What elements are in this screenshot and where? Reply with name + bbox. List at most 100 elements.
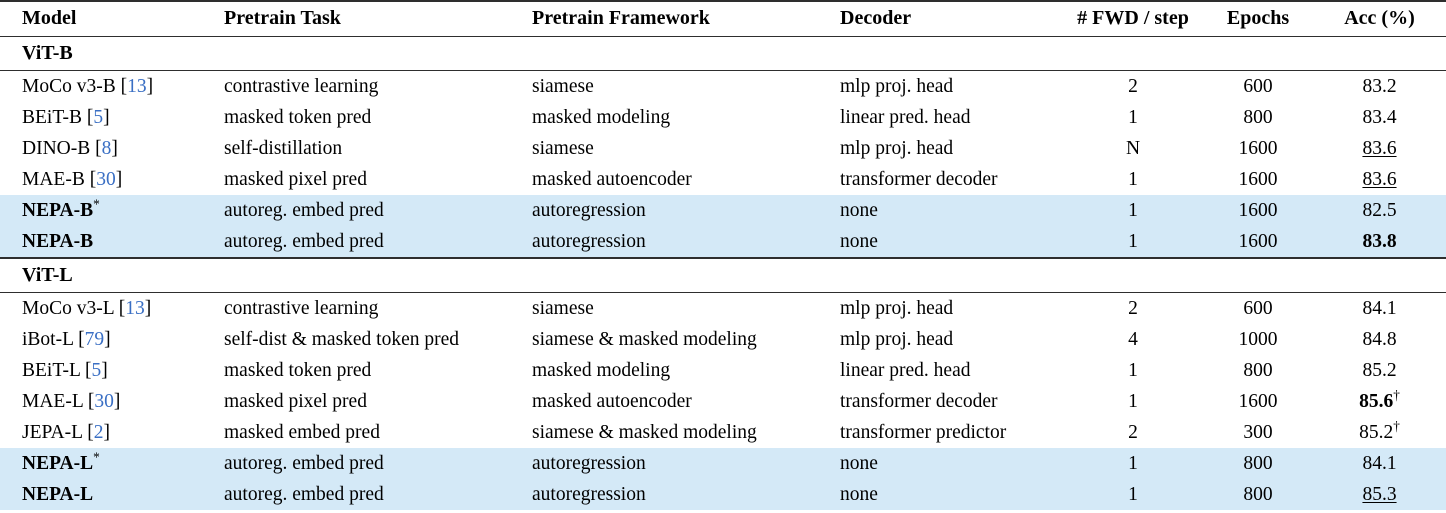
citation-bracket-open: [ xyxy=(87,421,94,443)
cell-acc: 83.2 xyxy=(1313,70,1446,102)
table-row[interactable]: iBot-L [79]self-dist & masked token pred… xyxy=(0,324,1446,355)
cell-model: NEPA-B xyxy=(0,226,224,258)
citation-link[interactable]: 5 xyxy=(91,359,102,381)
decoder-value: linear pred. head xyxy=(840,359,971,381)
decoder-value: none xyxy=(840,452,878,474)
accuracy-value: 83.8 xyxy=(1362,230,1397,252)
decoder-value: mlp proj. head xyxy=(840,75,954,97)
dagger-marker: † xyxy=(1393,387,1400,402)
asterisk-marker: * xyxy=(93,449,100,464)
fwd-value: 1 xyxy=(1128,199,1138,221)
fwd-value: 1 xyxy=(1128,359,1138,381)
epochs-value: 300 xyxy=(1243,421,1273,443)
fwd-value: 1 xyxy=(1128,452,1138,474)
cell-framework: siamese xyxy=(532,292,840,324)
cell-model: BEiT-L [5] xyxy=(0,355,224,386)
citation-bracket-close: ] xyxy=(101,359,108,381)
citation-link[interactable]: 5 xyxy=(93,106,104,128)
cell-fwd: 1 xyxy=(1063,164,1203,195)
cell-epochs: 600 xyxy=(1203,70,1313,102)
cell-epochs: 800 xyxy=(1203,479,1313,510)
cell-epochs: 800 xyxy=(1203,448,1313,479)
cell-framework: siamese xyxy=(532,133,840,164)
cell-framework: masked autoencoder xyxy=(532,164,840,195)
column-header-acc: Acc (%) xyxy=(1313,0,1446,37)
framework-value: autoregression xyxy=(532,452,646,474)
framework-value: masked autoencoder xyxy=(532,168,692,190)
cell-acc: 85.6† xyxy=(1313,386,1446,417)
epochs-value: 1600 xyxy=(1238,199,1278,221)
citation-link[interactable]: 13 xyxy=(127,75,147,97)
decoder-value: mlp proj. head xyxy=(840,137,954,159)
cell-fwd: 2 xyxy=(1063,417,1203,448)
column-header-fwd: # FWD / step xyxy=(1063,0,1203,37)
citation-bracket-open: [ xyxy=(95,137,102,159)
epochs-value: 1000 xyxy=(1238,328,1278,350)
cell-fwd: 4 xyxy=(1063,324,1203,355)
citation-bracket-close: ] xyxy=(144,297,152,319)
model-name: MoCo v3-L xyxy=(22,297,114,319)
group-header-row: ViT-L xyxy=(0,257,1446,293)
framework-value: masked modeling xyxy=(532,106,671,128)
framework-value: masked autoencoder xyxy=(532,390,692,412)
model-name: NEPA-L xyxy=(22,452,94,474)
task-value: self-distillation xyxy=(224,137,343,159)
citation-link[interactable]: 13 xyxy=(125,297,145,319)
fwd-value: 2 xyxy=(1128,297,1138,319)
decoder-value: none xyxy=(840,230,878,252)
cell-fwd: 1 xyxy=(1063,386,1203,417)
cell-acc: 85.2 xyxy=(1313,355,1446,386)
cell-model: MAE-B [30] xyxy=(0,164,224,195)
cell-framework: masked autoencoder xyxy=(532,386,840,417)
epochs-value: 600 xyxy=(1243,75,1273,97)
citation-link[interactable]: 30 xyxy=(96,168,116,190)
epochs-value: 1600 xyxy=(1238,137,1278,159)
cell-fwd: 1 xyxy=(1063,448,1203,479)
fwd-value: 1 xyxy=(1128,168,1138,190)
accuracy-value: 83.6 xyxy=(1362,137,1397,159)
fwd-value: 1 xyxy=(1128,390,1138,412)
cell-decoder: none xyxy=(840,448,1063,479)
column-header-model: Model xyxy=(0,0,224,37)
cell-epochs: 300 xyxy=(1203,417,1313,448)
cell-decoder: transformer decoder xyxy=(840,386,1063,417)
citation-bracket-close: ] xyxy=(104,328,111,350)
cell-acc: 83.4 xyxy=(1313,102,1446,133)
cell-model: MoCo v3-B [13] xyxy=(0,70,224,102)
cell-fwd: 1 xyxy=(1063,479,1203,510)
model-name: JEPA-L xyxy=(22,421,83,443)
citation-link[interactable]: 79 xyxy=(84,328,105,350)
citation-link[interactable]: 30 xyxy=(94,390,114,412)
citation-bracket-close: ] xyxy=(103,106,110,128)
accuracy-value: 83.4 xyxy=(1362,106,1397,128)
cell-decoder: none xyxy=(840,195,1063,226)
cell-decoder: mlp proj. head xyxy=(840,324,1063,355)
cell-fwd: 2 xyxy=(1063,70,1203,102)
cell-fwd: 1 xyxy=(1063,355,1203,386)
framework-value: autoregression xyxy=(532,483,646,505)
citation-link[interactable]: 8 xyxy=(101,137,112,159)
citation-bracket-open: [ xyxy=(118,297,126,319)
group-label: ViT-L xyxy=(0,257,1446,293)
fwd-value: 4 xyxy=(1128,328,1138,350)
fwd-value: 1 xyxy=(1128,106,1138,128)
framework-value: siamese xyxy=(532,75,594,97)
citation-link[interactable]: 2 xyxy=(93,421,104,443)
framework-value: siamese & masked modeling xyxy=(532,421,757,443)
cell-task: autoreg. embed pred xyxy=(224,479,532,510)
accuracy-value: 84.8 xyxy=(1362,328,1397,350)
